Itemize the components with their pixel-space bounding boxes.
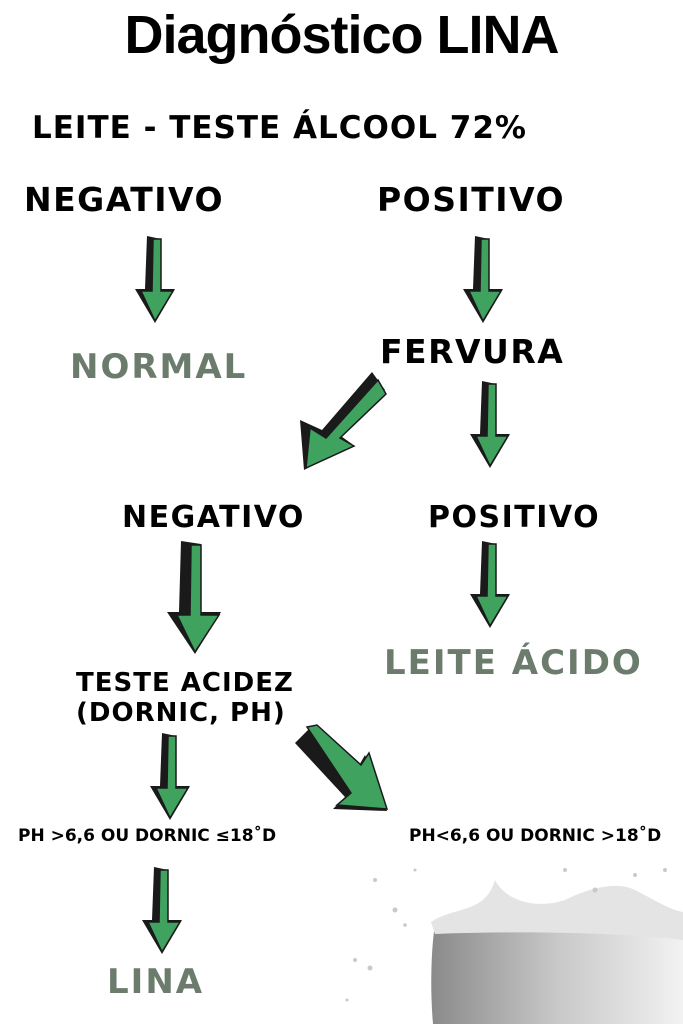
down-arrow-icon <box>167 541 221 654</box>
down-arrow-icon <box>135 236 175 323</box>
result-normal: NORMAL <box>70 347 248 387</box>
acidity-test-label-line2: (DORNIC, PH) <box>76 698 286 728</box>
boiling-positive-label: POSITIVO <box>428 500 601 535</box>
acidity-test-label-line1: TESTE ACIDEZ <box>76 668 294 698</box>
down-arrow-icon <box>142 867 182 954</box>
alcohol-positive-label: POSITIVO <box>377 180 566 219</box>
result-acid-milk: LEITE ÁCIDO <box>384 643 643 683</box>
down-arrow-icon <box>470 541 510 628</box>
boiling-negative-label: NEGATIVO <box>122 500 305 535</box>
subtitle: LEITE - TESTE ÁLCOOL 72% <box>32 110 527 146</box>
result-lina: LINA <box>107 962 205 1002</box>
down-arrow-icon <box>150 733 190 820</box>
page-title: Diagnóstico LINA <box>124 5 559 65</box>
boiling-step-label: FERVURA <box>380 332 565 371</box>
milk-splash-image <box>345 868 683 1024</box>
alcohol-negative-label: NEGATIVO <box>24 180 225 219</box>
down-arrow-icon <box>470 381 510 468</box>
condition-normal-ph: PH >6,6 OU DORNIC ≤18˚D <box>18 826 277 846</box>
condition-acid-ph: PH<6,6 OU DORNIC >18˚D <box>409 826 662 846</box>
diagonal-arrow-icon <box>300 372 387 470</box>
diagonal-arrow-icon <box>295 724 389 811</box>
down-arrow-icon <box>463 236 503 323</box>
